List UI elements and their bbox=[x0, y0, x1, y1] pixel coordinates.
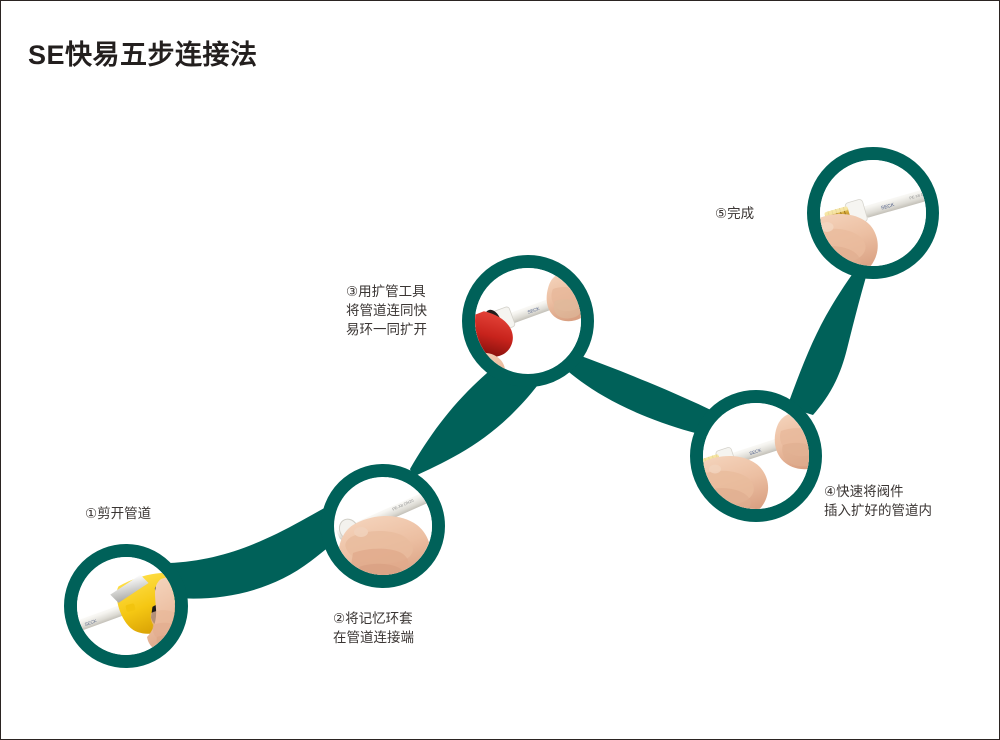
step-5-caption: ⑤完成 bbox=[715, 206, 755, 221]
step-circle-1-ring bbox=[64, 544, 188, 668]
step-circle-3-ring bbox=[462, 255, 594, 387]
step-4-photo: SECK PE-Xb DN20 bbox=[703, 403, 809, 509]
step-3-caption: ③用扩管工具 将管道连同快 易环一同扩开 bbox=[346, 284, 427, 337]
connector-4-5 bbox=[787, 247, 875, 415]
step-5-photo: SECK PE-Xb DN20 bbox=[820, 160, 931, 266]
step-circle-5-ring bbox=[807, 147, 939, 279]
svg-text:SECK: SECK bbox=[84, 618, 97, 627]
step-1-photo: SECK bbox=[77, 557, 175, 655]
svg-text:SECK: SECK bbox=[527, 306, 540, 315]
hand-right bbox=[546, 271, 581, 322]
step-1-caption: ①剪开管道 bbox=[85, 506, 152, 521]
step-4-caption: ④快速将阀件 插入扩好的管道内 bbox=[824, 484, 932, 518]
hand-right bbox=[774, 410, 809, 470]
step-circle-4-ring bbox=[690, 390, 822, 522]
cutter-blade bbox=[110, 574, 149, 603]
page-title: SE快易五步连接法 bbox=[28, 40, 258, 70]
step-circle-2-ring bbox=[321, 464, 445, 588]
svg-text:SECK: SECK bbox=[880, 202, 895, 212]
teal-connector-chain bbox=[64, 147, 939, 668]
svg-text:PE-Xb DN20: PE-Xb DN20 bbox=[909, 191, 931, 201]
white-pipe bbox=[861, 178, 926, 218]
expander-tool-body bbox=[475, 311, 513, 357]
svg-text:SECK: SECK bbox=[749, 447, 762, 456]
connector-1-2 bbox=[169, 465, 393, 599]
step-2-caption: ②将记忆环套 在管道连接端 bbox=[333, 611, 414, 645]
